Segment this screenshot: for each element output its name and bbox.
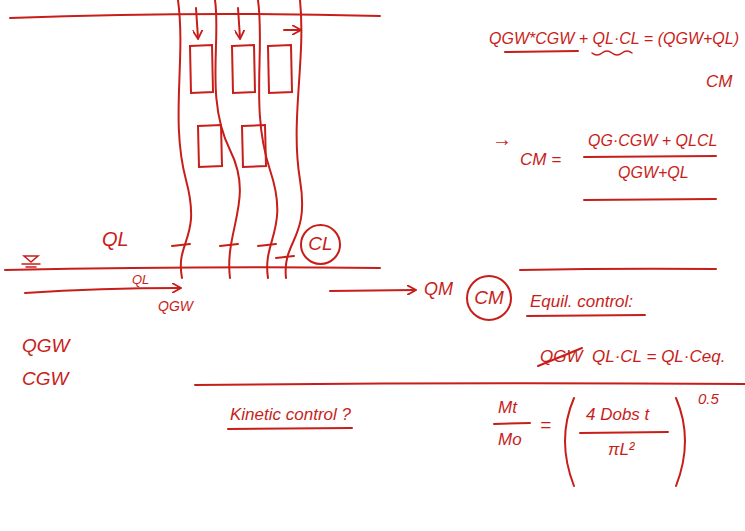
waste-block bbox=[232, 45, 255, 93]
handwritten-label: πL² bbox=[608, 440, 635, 460]
flow-arrow bbox=[196, 8, 198, 38]
handwritten-label: CM = bbox=[520, 150, 561, 170]
fraction-bar bbox=[584, 156, 716, 157]
underline bbox=[592, 51, 632, 55]
fraction-bar bbox=[494, 423, 530, 424]
waste-block bbox=[242, 125, 266, 167]
handwritten-label: 4 Dobs t bbox=[586, 405, 649, 425]
flow-path bbox=[178, 0, 191, 278]
underline bbox=[505, 51, 578, 52]
tick-mark bbox=[172, 244, 294, 258]
circled-text: CM bbox=[474, 288, 504, 309]
fraction-bar bbox=[580, 432, 668, 433]
underline bbox=[527, 315, 645, 316]
underline bbox=[228, 428, 352, 429]
handwritten-label: Mt bbox=[498, 398, 517, 418]
handwritten-label: 0.5 bbox=[698, 390, 719, 407]
handwritten-label: QGW bbox=[158, 298, 193, 314]
flow-arrow bbox=[238, 8, 240, 38]
handwritten-label: = bbox=[540, 414, 551, 436]
ground-line bbox=[10, 14, 380, 18]
handwritten-label: QL·CL = QL·Ceq. bbox=[592, 347, 725, 367]
flow-arrow bbox=[330, 290, 415, 291]
handwritten-label: QGW*CGW + QL·CL = (QGW+QL) bbox=[489, 30, 739, 48]
handwritten-label: QL bbox=[132, 273, 149, 288]
handwritten-label: Kinetic control ? bbox=[230, 405, 351, 425]
handwritten-label: QL bbox=[102, 228, 129, 251]
handwritten-label: CM bbox=[706, 72, 732, 92]
bracket bbox=[565, 398, 574, 486]
separator-line bbox=[195, 383, 745, 385]
handwritten-label: QGW+QL bbox=[618, 164, 689, 182]
water-level-symbol bbox=[22, 256, 40, 267]
flow-arrow bbox=[25, 288, 180, 293]
waste-block bbox=[190, 45, 213, 93]
handwritten-label: QM bbox=[424, 279, 453, 300]
strike-through bbox=[538, 348, 582, 366]
handwritten-label: Mo bbox=[498, 430, 522, 450]
handwritten-label: QG·CGW + QLCL bbox=[588, 132, 717, 150]
circled-symbol: CL bbox=[300, 224, 341, 265]
waste-block bbox=[198, 125, 222, 167]
handwritten-label: CGW bbox=[22, 368, 68, 390]
flow-path bbox=[286, 0, 303, 278]
circled-text: CL bbox=[308, 234, 332, 255]
handwritten-label: Equil. control: bbox=[530, 292, 633, 312]
handwritten-label: QGW bbox=[540, 347, 583, 367]
bracket bbox=[676, 398, 685, 486]
river-bank bbox=[5, 267, 380, 270]
handwritten-label: QGW bbox=[22, 335, 70, 357]
underline bbox=[584, 199, 716, 200]
handwritten-label: → bbox=[492, 128, 512, 151]
flow-arrow bbox=[284, 29, 300, 31]
circled-symbol: CM bbox=[466, 275, 512, 321]
waste-block bbox=[268, 45, 292, 93]
flow-path bbox=[258, 0, 277, 278]
separator-line bbox=[520, 269, 716, 270]
flow-path bbox=[215, 0, 240, 278]
